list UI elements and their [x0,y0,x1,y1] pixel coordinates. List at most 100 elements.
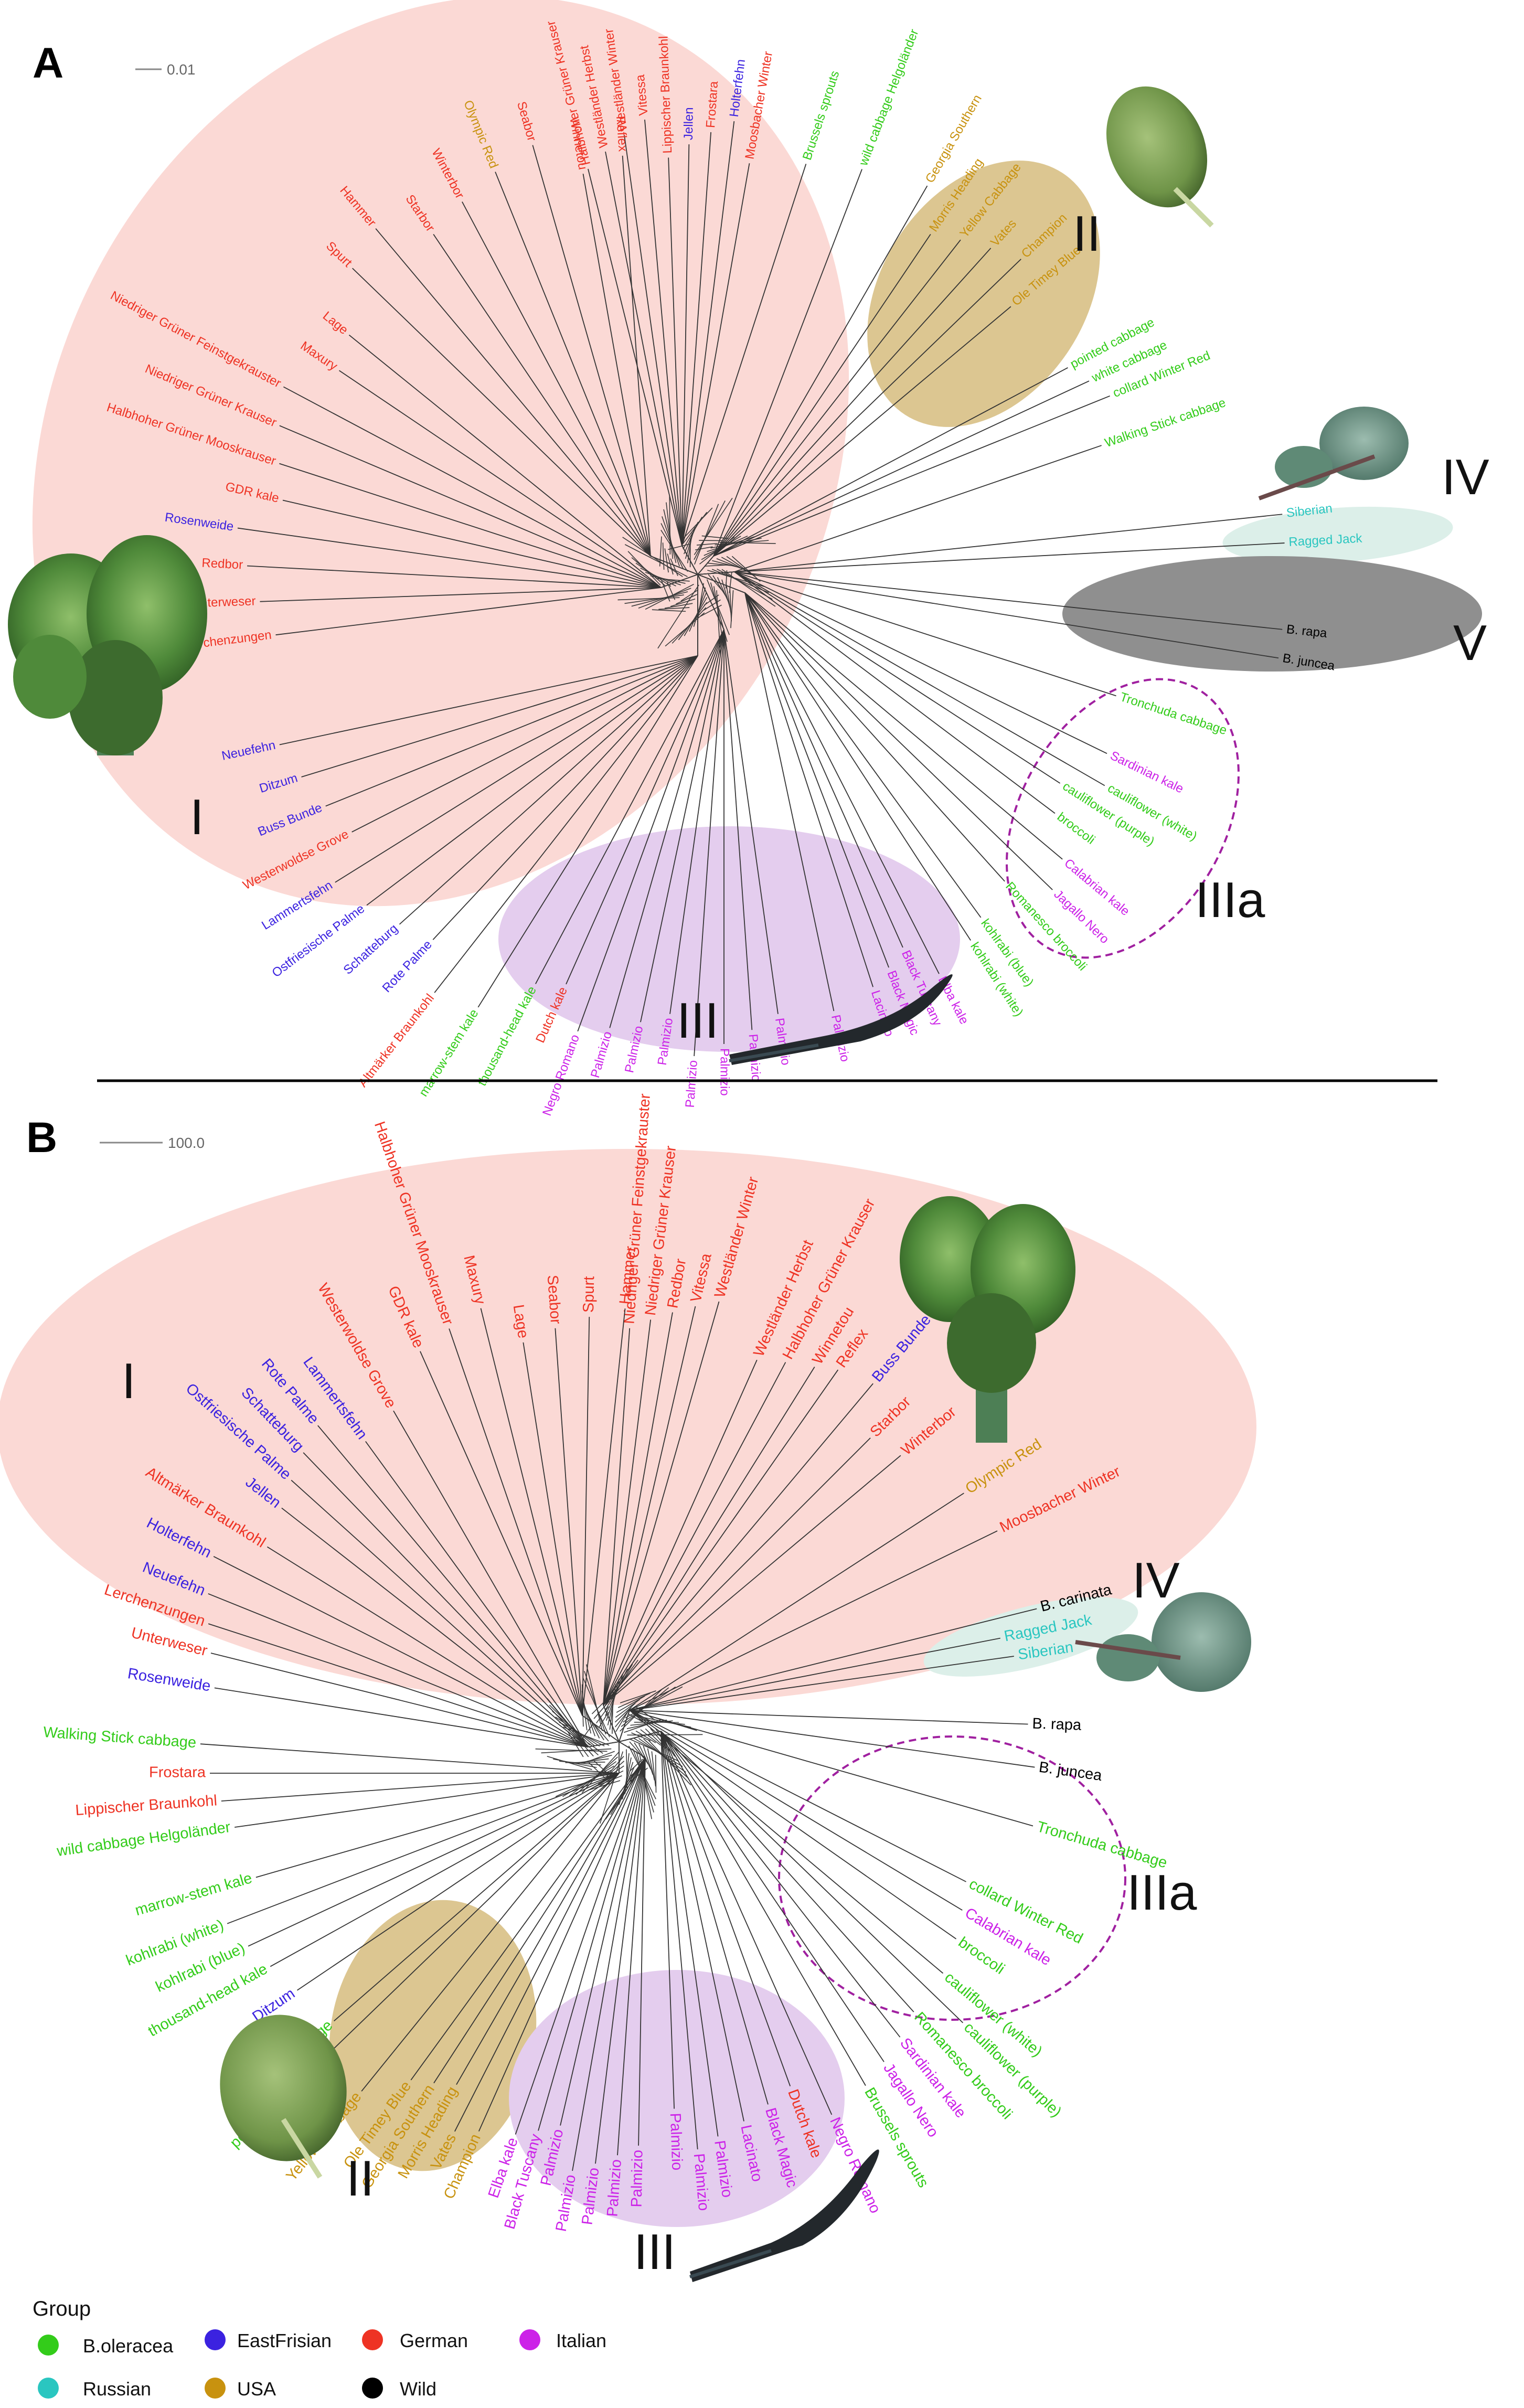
leaf-branch [535,629,724,984]
leaf-branch [713,239,961,557]
leaf-branch [660,1731,791,2086]
network-edge [635,1730,656,1743]
network-edge [631,1732,651,1742]
leaf-branch [538,1757,646,2131]
leaf-branch [660,1731,866,2086]
network-edge [617,1692,651,1708]
leaf-branch [723,629,779,1014]
leaf-branch [603,1367,815,1706]
network-edge [712,560,740,568]
leaf-branch [449,1328,583,1716]
cluster-label-ii-a: II [1073,206,1101,262]
leaf-label-spurt: Spurt [580,1276,598,1313]
leaf-branch [478,1757,646,2132]
panel-b-letter: B [26,1114,57,1162]
leaf-branch [603,1312,673,1706]
leaf-branch [713,234,931,557]
leaf-branch [660,1731,964,2023]
leaf-label-broccoli: broccoli [1054,809,1097,847]
legend-label: Wild [400,2378,436,2400]
network-edge [616,1696,645,1713]
leaf-branch [681,121,735,546]
group-legend: Group B.oleracea EastFrisian German Ital… [33,2297,606,2400]
leaf-label-rote-palme: Rote Palme [380,937,435,995]
leaf-branch [297,1773,620,1991]
legend-item: Wild [362,2378,436,2400]
network-edge [619,1710,630,1742]
network-edge [729,586,732,622]
legend-item: Italian [519,2329,606,2351]
leaf-branch [420,1351,583,1716]
network-edge [680,589,699,602]
leaf-branch [577,629,724,1032]
legend-title: Group [33,2297,91,2320]
leaf-branch [734,571,1283,630]
leaf-branch [282,499,662,588]
network-edge [694,497,733,556]
leaf-branch [660,1731,744,2122]
leaf-branch [629,1530,998,1711]
network-edge [729,572,732,593]
network-edge [603,1704,620,1742]
leaf-branch [660,1731,719,2137]
leaf-branch [588,168,683,546]
leaf-branch [744,592,835,1011]
cluster-v-region-a [1062,556,1482,672]
cluster-label-i-a: I [190,789,204,845]
leaf-branch [734,445,1102,572]
leaf-branch [629,1656,1014,1711]
leaf-branch [351,655,698,833]
network-edge [695,546,713,551]
leaf-branch [629,1710,1028,1725]
leaf-branch [629,1608,1037,1711]
leaf-branch [629,1710,966,1882]
leaf-branch [279,655,698,745]
network-edge [659,536,662,567]
leaf-label-schatteburg: Schatteburg [341,921,401,977]
leaf-branch [744,592,940,974]
legend-item: USA [205,2378,276,2400]
leaf-branch [433,1757,646,2084]
leaf-branch [227,1773,620,1924]
leaf-branch [279,425,662,588]
network-edge [631,591,688,607]
leaf-branch [603,1359,758,1706]
leaf-branch [235,1773,620,1828]
network-edge [635,562,672,587]
network-edge [696,543,718,546]
leaf-branch [237,527,662,588]
leaf-label-redbor: Redbor [201,556,243,572]
leaf-branch [744,592,873,987]
leaf-branch [210,1653,588,1748]
leaf-branch [603,1437,871,1706]
leaf-branch [713,367,1068,557]
leaf-label-reflex: Reflex [613,115,630,152]
leaf-branch [629,1637,1000,1711]
network-edge [640,568,676,587]
leaf-branch [640,629,724,1022]
leaf-branch [668,157,683,546]
leaf-branch [681,163,750,546]
leaf-label-lippischer-braunkohl: Lippischer Braunkohl [74,1792,217,1819]
russian-kale-image-b [1075,1592,1251,1692]
cluster-label-iv-a: IV [1442,449,1489,505]
leaf-branch [515,1757,646,2135]
leaf-branch [523,1342,583,1716]
network-edge [697,556,714,575]
leaf-branch [281,1507,588,1748]
leaf-branch [248,1773,620,1947]
leaf-branch [495,172,651,557]
leaf-branch [734,571,1061,784]
leaf-branch [267,1546,588,1748]
leaf-branch [462,201,651,557]
leaf-branch [681,132,712,546]
leaf-branch [301,655,698,777]
curly-kale-image-b [900,1196,1075,1443]
network-edge [610,1756,624,1773]
network-edge [617,597,680,601]
leaf-branch [629,1710,1033,1827]
leaf-label-marrow-stem-kale: marrow-stem kale [417,1007,482,1099]
leaf-branch [480,1308,583,1716]
leaf-label-tronchuda-cabbage: Tronchuda cabbage [1035,1818,1169,1872]
leaf-branch [393,1410,588,1748]
